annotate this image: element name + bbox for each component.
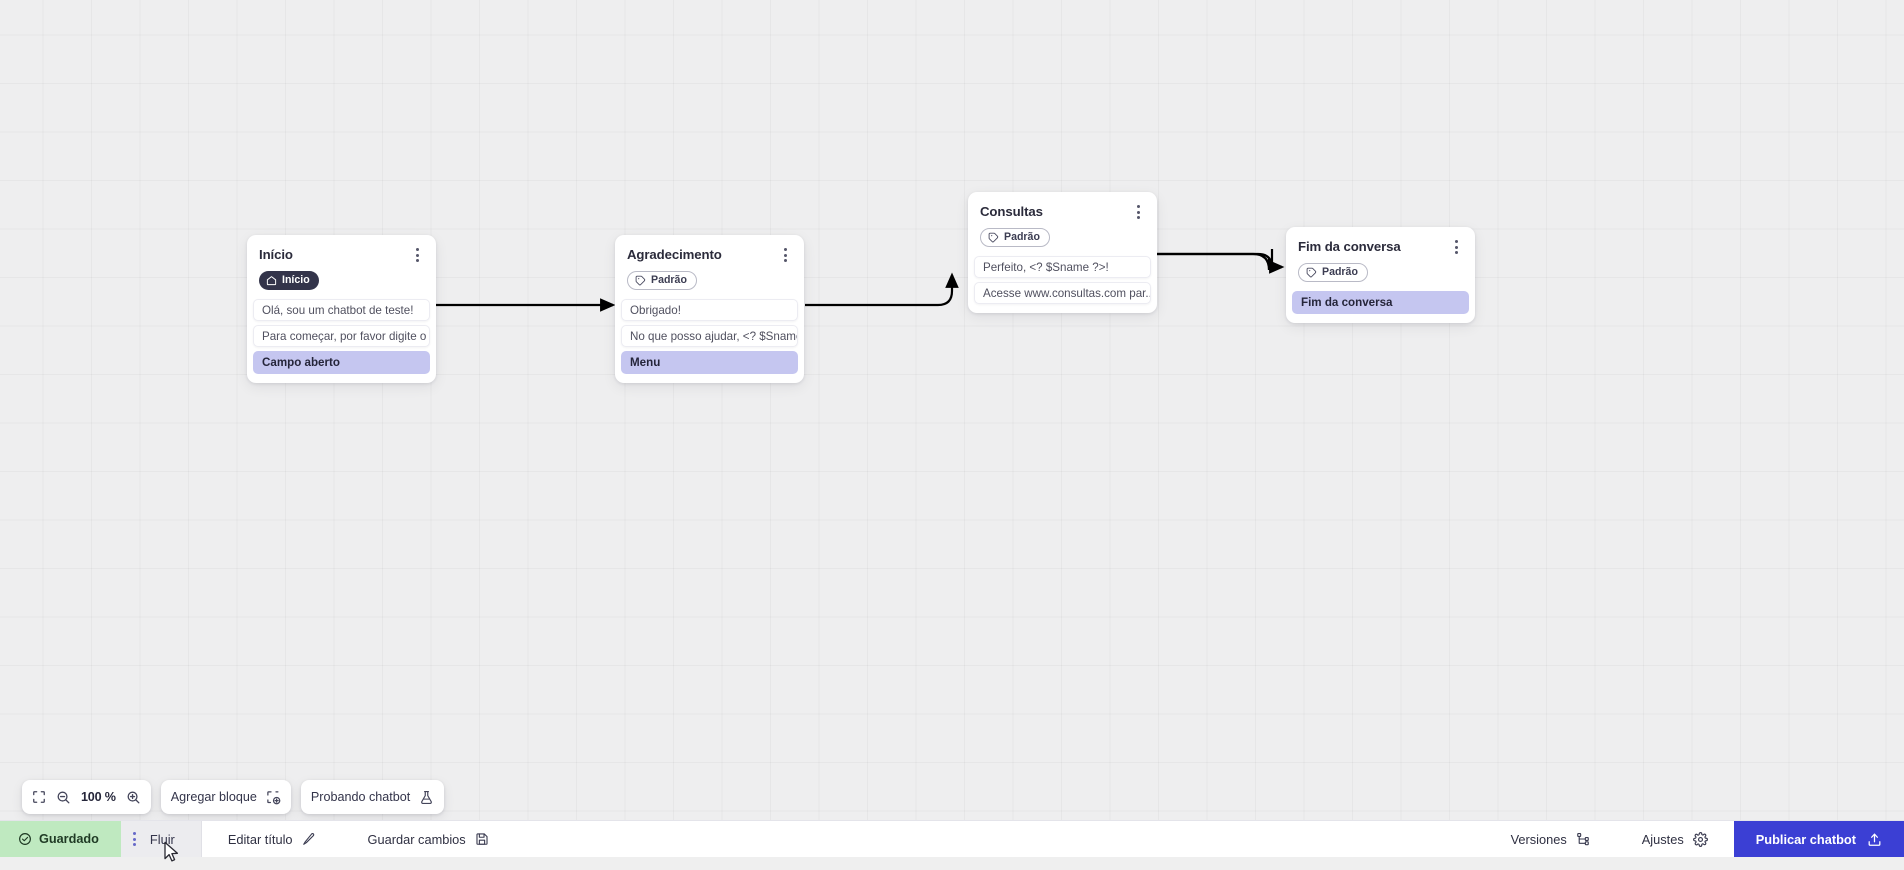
tag-icon <box>1306 267 1317 278</box>
node-row-message[interactable]: No que posso ajudar, <? $Sname ... <box>621 325 798 347</box>
node-menu-button[interactable] <box>409 246 425 264</box>
settings-label: Ajustes <box>1642 832 1684 847</box>
test-chatbot-button[interactable]: Probando chatbot <box>311 790 434 805</box>
node-title: Fim da conversa <box>1298 238 1401 254</box>
node-row-action[interactable]: Menu <box>621 351 798 374</box>
node-badge-inicio[interactable]: Início <box>259 271 319 290</box>
node-menu-button[interactable] <box>1448 238 1464 256</box>
versions-button[interactable]: Versiones <box>1485 821 1616 857</box>
upload-icon <box>1867 832 1882 847</box>
check-circle-icon <box>18 832 32 846</box>
floppy-icon <box>475 832 489 846</box>
flow-node-consultas[interactable]: Consultas Padrão Perfeito, <? $Sname ?>!… <box>968 192 1157 313</box>
flow-canvas[interactable]: Início Início Olá, sou um chatbot de tes… <box>0 0 1904 820</box>
node-rows: Fim da conversa <box>1286 283 1475 314</box>
node-rows: Olá, sou um chatbot de teste! Para começ… <box>247 291 436 374</box>
node-row-message[interactable]: Obrigado! <box>621 299 798 321</box>
node-badge-row: Padrão <box>615 264 804 291</box>
test-chatbot-label: Probando chatbot <box>311 790 410 804</box>
tab-fluir[interactable]: Fluir <box>121 821 202 857</box>
drag-dots-icon[interactable] <box>133 832 136 846</box>
versions-label: Versiones <box>1511 832 1567 847</box>
node-badge-row: Padrão <box>968 221 1157 248</box>
node-title: Consultas <box>980 203 1043 219</box>
saved-label: Guardado <box>39 832 99 846</box>
edit-title-button[interactable]: Editar título <box>202 821 342 857</box>
zoom-in-icon[interactable] <box>126 790 141 805</box>
node-rows: Perfeito, <? $Sname ?>! Acesse www.consu… <box>968 248 1157 304</box>
node-badge-padrao[interactable]: Padrão <box>980 228 1050 247</box>
bottom-bar: Guardado Fluir Editar título Guardar cam… <box>0 820 1904 857</box>
node-badge-padrao[interactable]: Padrão <box>1298 263 1368 282</box>
bottom-bar-spacer <box>515 821 1485 857</box>
edge-consultas-to-fim-curve <box>1157 254 1282 270</box>
publish-chatbot-label: Publicar chatbot <box>1756 832 1856 847</box>
node-rows: Obrigado! No que posso ajudar, <? $Sname… <box>615 291 804 374</box>
node-menu-button[interactable] <box>777 246 793 264</box>
add-block-button[interactable]: Agregar bloque <box>171 790 281 805</box>
node-row-action[interactable]: Fim da conversa <box>1292 291 1469 314</box>
test-chatbot-group: Probando chatbot <box>301 780 444 814</box>
node-badge-label: Padrão <box>651 275 687 286</box>
node-header: Consultas <box>968 201 1157 221</box>
status-badge-saved: Guardado <box>0 821 121 857</box>
node-row-action[interactable]: Campo aberto <box>253 351 430 374</box>
node-row-message[interactable]: Para começar, por favor digite o ... <box>253 325 430 347</box>
edge-layer <box>0 0 1904 820</box>
zoom-out-icon[interactable] <box>56 790 71 805</box>
edit-title-label: Editar título <box>228 832 293 847</box>
tag-icon <box>635 275 646 286</box>
node-row-message[interactable]: Perfeito, <? $Sname ?>! <box>974 256 1151 278</box>
edge-agradecimento-to-consultas <box>805 275 952 305</box>
node-header: Fim da conversa <box>1286 236 1475 256</box>
gear-icon <box>1693 832 1708 847</box>
node-badge-label: Padrão <box>1322 267 1358 278</box>
pencil-icon <box>302 832 316 846</box>
node-badge-label: Padrão <box>1004 232 1040 243</box>
flask-icon <box>419 790 434 805</box>
settings-button[interactable]: Ajustes <box>1616 821 1734 857</box>
node-badge-label: Início <box>282 275 310 286</box>
node-row-message[interactable]: Acesse www.consultas.com par... <box>974 282 1151 304</box>
canvas-toolbar: 100 % Agregar bloque Probando chatbot <box>22 780 444 814</box>
edge-consultas-to-fim <box>1157 249 1272 268</box>
branch-icon <box>1576 832 1590 846</box>
flow-node-fim-da-conversa[interactable]: Fim da conversa Padrão Fim da conversa <box>1286 227 1475 323</box>
tag-icon <box>988 232 999 243</box>
tab-fluir-label: Fluir <box>150 832 175 847</box>
node-title: Início <box>259 246 293 262</box>
node-header: Início <box>247 244 436 264</box>
node-badge-padrao[interactable]: Padrão <box>627 271 697 290</box>
add-block-icon <box>266 790 281 805</box>
flow-node-agradecimento[interactable]: Agradecimento Padrão Obrigado! No que po… <box>615 235 804 383</box>
node-badge-row: Padrão <box>1286 256 1475 283</box>
node-menu-button[interactable] <box>1130 203 1146 221</box>
zoom-controls: 100 % <box>22 780 151 814</box>
node-badge-row: Início <box>247 264 436 291</box>
zoom-level-label: 100 % <box>81 790 116 804</box>
node-row-message[interactable]: Olá, sou um chatbot de teste! <box>253 299 430 321</box>
add-block-group: Agregar bloque <box>161 780 291 814</box>
home-icon <box>266 275 277 286</box>
publish-chatbot-button[interactable]: Publicar chatbot <box>1734 821 1904 857</box>
flow-node-inicio[interactable]: Início Início Olá, sou um chatbot de tes… <box>247 235 436 383</box>
node-title: Agradecimento <box>627 246 722 262</box>
save-changes-label: Guardar cambios <box>368 832 466 847</box>
node-header: Agradecimento <box>615 244 804 264</box>
add-block-label: Agregar bloque <box>171 790 257 804</box>
fit-screen-icon[interactable] <box>32 790 46 804</box>
save-changes-button[interactable]: Guardar cambios <box>342 821 515 857</box>
